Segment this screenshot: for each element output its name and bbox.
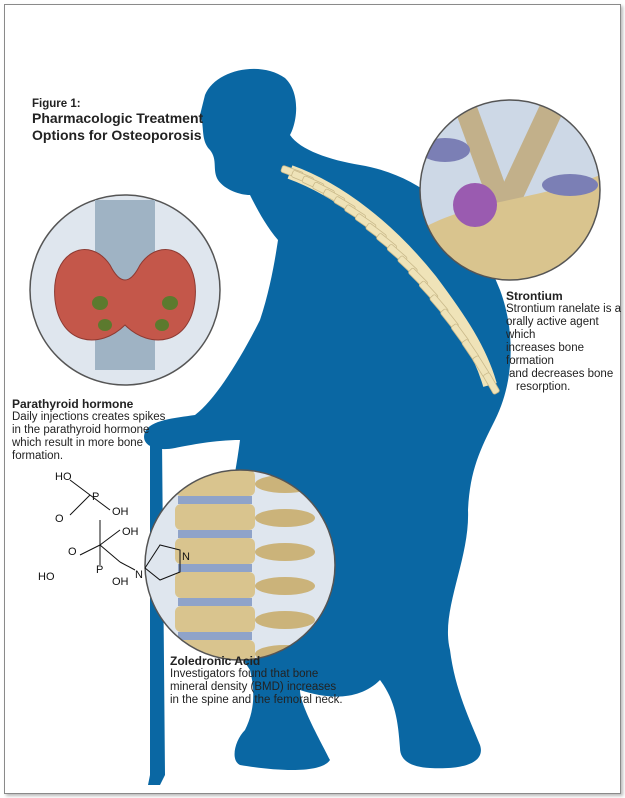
callout-line: Investigators found that bone	[170, 668, 319, 680]
figure-frame	[4, 4, 621, 794]
spine-vertebrae	[280, 165, 500, 395]
vertebra-process	[255, 611, 315, 629]
vertebra-process	[255, 543, 315, 561]
chem-label: HO	[38, 571, 55, 583]
parathyroid-gland	[98, 319, 112, 331]
vertebra-process	[255, 577, 315, 595]
chem-label: O	[68, 546, 77, 558]
callout-line: orally active agent which	[506, 316, 599, 341]
vertebra-body	[175, 504, 255, 530]
vertebra-body	[175, 538, 255, 564]
intervertebral-disc	[178, 598, 252, 606]
callout-line: in the parathyroid hormone	[12, 424, 150, 436]
intervertebral-disc	[178, 632, 252, 640]
callout-line: which result in more bone	[12, 437, 144, 449]
zoledronic-acid-structure	[69, 479, 181, 581]
chem-label: O	[55, 513, 64, 525]
chem-label: P	[92, 491, 99, 503]
parathyroid-gland	[162, 296, 178, 310]
chem-label: N	[135, 569, 143, 581]
thyroid-inset	[29, 194, 221, 386]
vertebra	[483, 372, 500, 395]
bone-cell-inset	[419, 99, 601, 281]
figure-title-line: Options for Osteoporosis	[32, 127, 202, 143]
chem-label: OH	[112, 506, 129, 518]
chem-label: P	[96, 564, 103, 576]
chem-label: OH	[122, 526, 139, 538]
zoledronic-callout: Zoledronic Acid Investigators found that…	[170, 655, 343, 707]
callout-line: Daily injections creates spikes	[12, 411, 166, 423]
callout-heading: Zoledronic Acid	[170, 654, 261, 668]
figure-title: Figure 1: Pharmacologic Treatment Option…	[32, 98, 203, 144]
callout-line: increases bone formation	[506, 342, 584, 367]
callout-line: formation.	[12, 450, 64, 462]
callout-line: mineral density (BMD) increases	[170, 681, 337, 693]
osteoclast-cell	[453, 183, 497, 227]
callout-heading: Parathyroid hormone	[12, 397, 134, 411]
callout-heading: Strontium	[506, 289, 563, 303]
vertebra-process	[255, 509, 315, 527]
intervertebral-disc	[178, 564, 252, 572]
figure-title-line: Pharmacologic Treatment	[32, 110, 204, 126]
intervertebral-disc	[178, 530, 252, 538]
callout-line: resorption.	[516, 381, 571, 393]
chem-label: HO	[55, 471, 72, 483]
callout-line: in the spine and the femoral neck.	[170, 694, 343, 706]
parathyroid-gland	[155, 319, 169, 331]
callout-line: Strontium ranelate is a	[506, 303, 622, 315]
strontium-callout: Strontium Strontium ranelate is a orally…	[506, 290, 625, 394]
vertebra-body	[175, 572, 255, 598]
figure-label: Figure 1:	[32, 98, 81, 110]
chem-label: N	[182, 551, 190, 563]
parathyroid-gland	[92, 296, 108, 310]
chem-label: OH	[112, 576, 129, 588]
intervertebral-disc	[178, 496, 252, 504]
parathyroid-callout: Parathyroid hormone Daily injections cre…	[12, 398, 165, 463]
callout-line: and decreases bone	[509, 368, 614, 380]
vertebra-body	[175, 606, 255, 632]
